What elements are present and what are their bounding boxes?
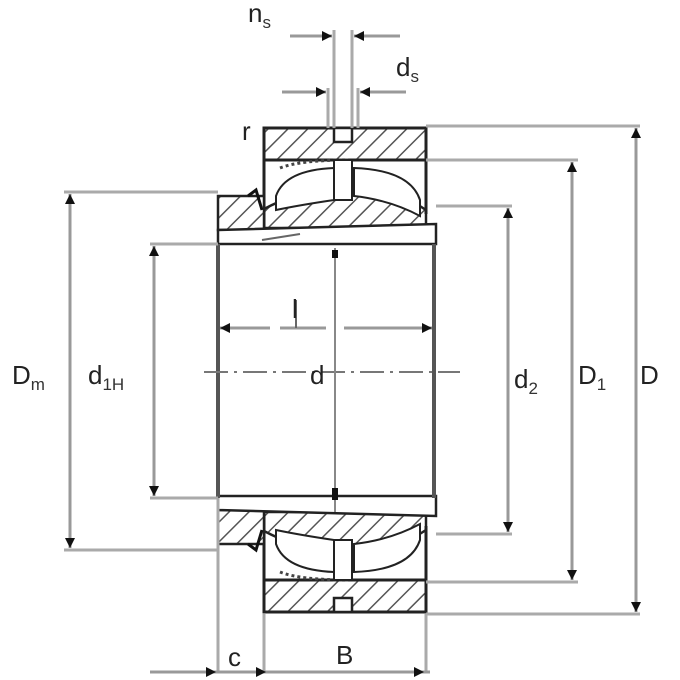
label-D: D <box>640 360 659 390</box>
label-ns: ns <box>248 0 271 32</box>
dimension-lines <box>65 31 641 677</box>
extension-lines <box>64 30 640 672</box>
label-B: B <box>336 640 354 670</box>
lower-bearing-section <box>216 494 438 614</box>
label-c: c <box>228 642 241 672</box>
label-d: d <box>310 360 325 390</box>
label-D1: D1 <box>578 360 607 394</box>
upper-bearing-section <box>216 126 438 246</box>
label-ds: ds <box>396 52 419 86</box>
label-l: l <box>292 294 298 324</box>
label-d1H: d1H <box>88 360 125 394</box>
label-d2: d2 <box>514 364 538 398</box>
bore-outline <box>204 244 460 512</box>
label-Dm: Dm <box>12 360 45 394</box>
label-r: r <box>242 116 251 146</box>
